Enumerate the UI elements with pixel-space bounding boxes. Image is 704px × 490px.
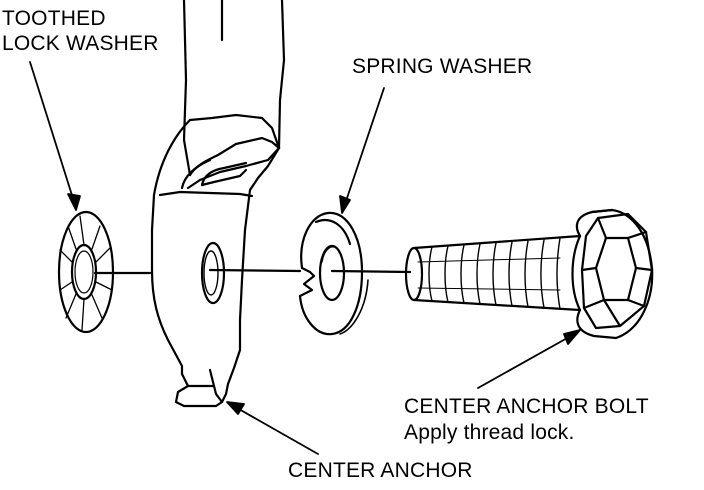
spring-washer — [298, 211, 369, 336]
spring-washer-label: SPRING WASHER — [352, 55, 533, 78]
spring-washer-leader — [339, 87, 385, 214]
leader-arrows — [29, 61, 581, 455]
center-anchor-bracket — [150, 0, 286, 408]
toothed-lock-washer-leader — [29, 61, 81, 211]
center-anchor-bolt-leader — [477, 329, 581, 389]
toothed-lock-washer-label-line1: TOOTHED — [2, 7, 106, 30]
toothed-lock-washer — [57, 210, 115, 334]
center-anchor-bolt — [404, 208, 654, 340]
center-anchor-leader — [226, 401, 319, 455]
toothed-lock-washer-label-line2: LOCK WASHER — [2, 32, 159, 55]
center-anchor-label: CENTER ANCHOR — [288, 459, 473, 482]
center-anchor-bolt-label: CENTER ANCHOR BOLT — [404, 395, 649, 418]
center-anchor-bolt-note: Apply thread lock. — [404, 421, 575, 444]
